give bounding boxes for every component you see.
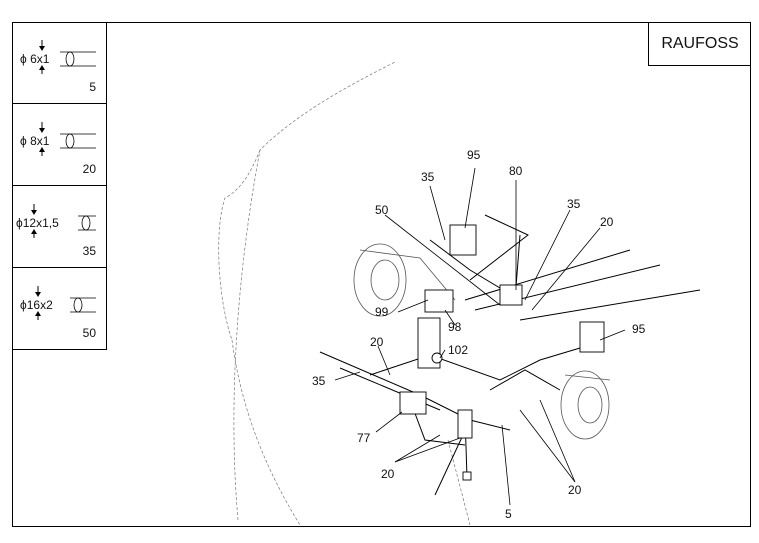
legend-diameter: ϕ 8x1 [20, 134, 50, 148]
legend-cell: ϕ 8x1 20 [12, 104, 106, 186]
axle-right [560, 370, 611, 440]
legend-cell: ϕ 6x1 5 [12, 22, 106, 104]
valve-77 [399, 391, 427, 415]
legend-diameter: ϕ16x2 [20, 298, 53, 312]
fitting [462, 471, 472, 481]
callout: 20 [381, 467, 395, 481]
callout: 35 [312, 374, 326, 388]
pipe-icon [39, 122, 96, 156]
callout: 35 [567, 197, 581, 211]
pipe-legend: ϕ 6x1 5 ϕ 8x1 20 ϕ12x1,5 35 [12, 22, 107, 350]
leader-lines [334, 167, 626, 506]
callout: 102 [448, 343, 468, 357]
callout: 98 [448, 320, 462, 334]
valve-99 [424, 289, 454, 313]
pipe-icon [39, 40, 96, 74]
callout: 20 [370, 335, 384, 349]
callout: 20 [600, 215, 614, 229]
valve-80 [499, 284, 523, 306]
callout: 50 [375, 203, 389, 217]
callout: 5 [505, 507, 512, 521]
legend-ref: 20 [82, 162, 96, 176]
legend-ref: 5 [89, 80, 96, 94]
callout: 95 [632, 322, 646, 336]
brand-label: RAUFOSS [648, 22, 751, 66]
callout: 99 [375, 305, 389, 319]
pipe-runs [319, 214, 701, 496]
connector [431, 352, 443, 364]
legend-ref: 35 [82, 244, 96, 258]
valve-95-right [579, 321, 605, 353]
legend-cell: ϕ12x1,5 35 [12, 186, 106, 268]
callout-labels: 95 35 80 50 35 20 99 98 95 20 102 35 77 … [312, 148, 646, 521]
callout: 35 [421, 170, 435, 184]
callout: 95 [467, 148, 481, 162]
callout: 80 [509, 164, 523, 178]
pipe-icon [35, 286, 96, 320]
callout: 20 [568, 483, 582, 497]
legend-diameter: ϕ 6x1 [20, 52, 50, 66]
pipe-icon [31, 204, 96, 238]
drawing-frame [12, 22, 751, 527]
valve-components [399, 224, 605, 481]
legend-cell: ϕ16x2 50 [12, 268, 106, 350]
legend-ref: 50 [82, 326, 96, 340]
cab-outline [218, 61, 471, 526]
sensor [457, 409, 473, 439]
legend-diameter: ϕ12x1,5 [16, 216, 59, 230]
callout: 77 [357, 431, 371, 445]
valve-95-top [449, 224, 477, 256]
axle-left [353, 243, 456, 317]
